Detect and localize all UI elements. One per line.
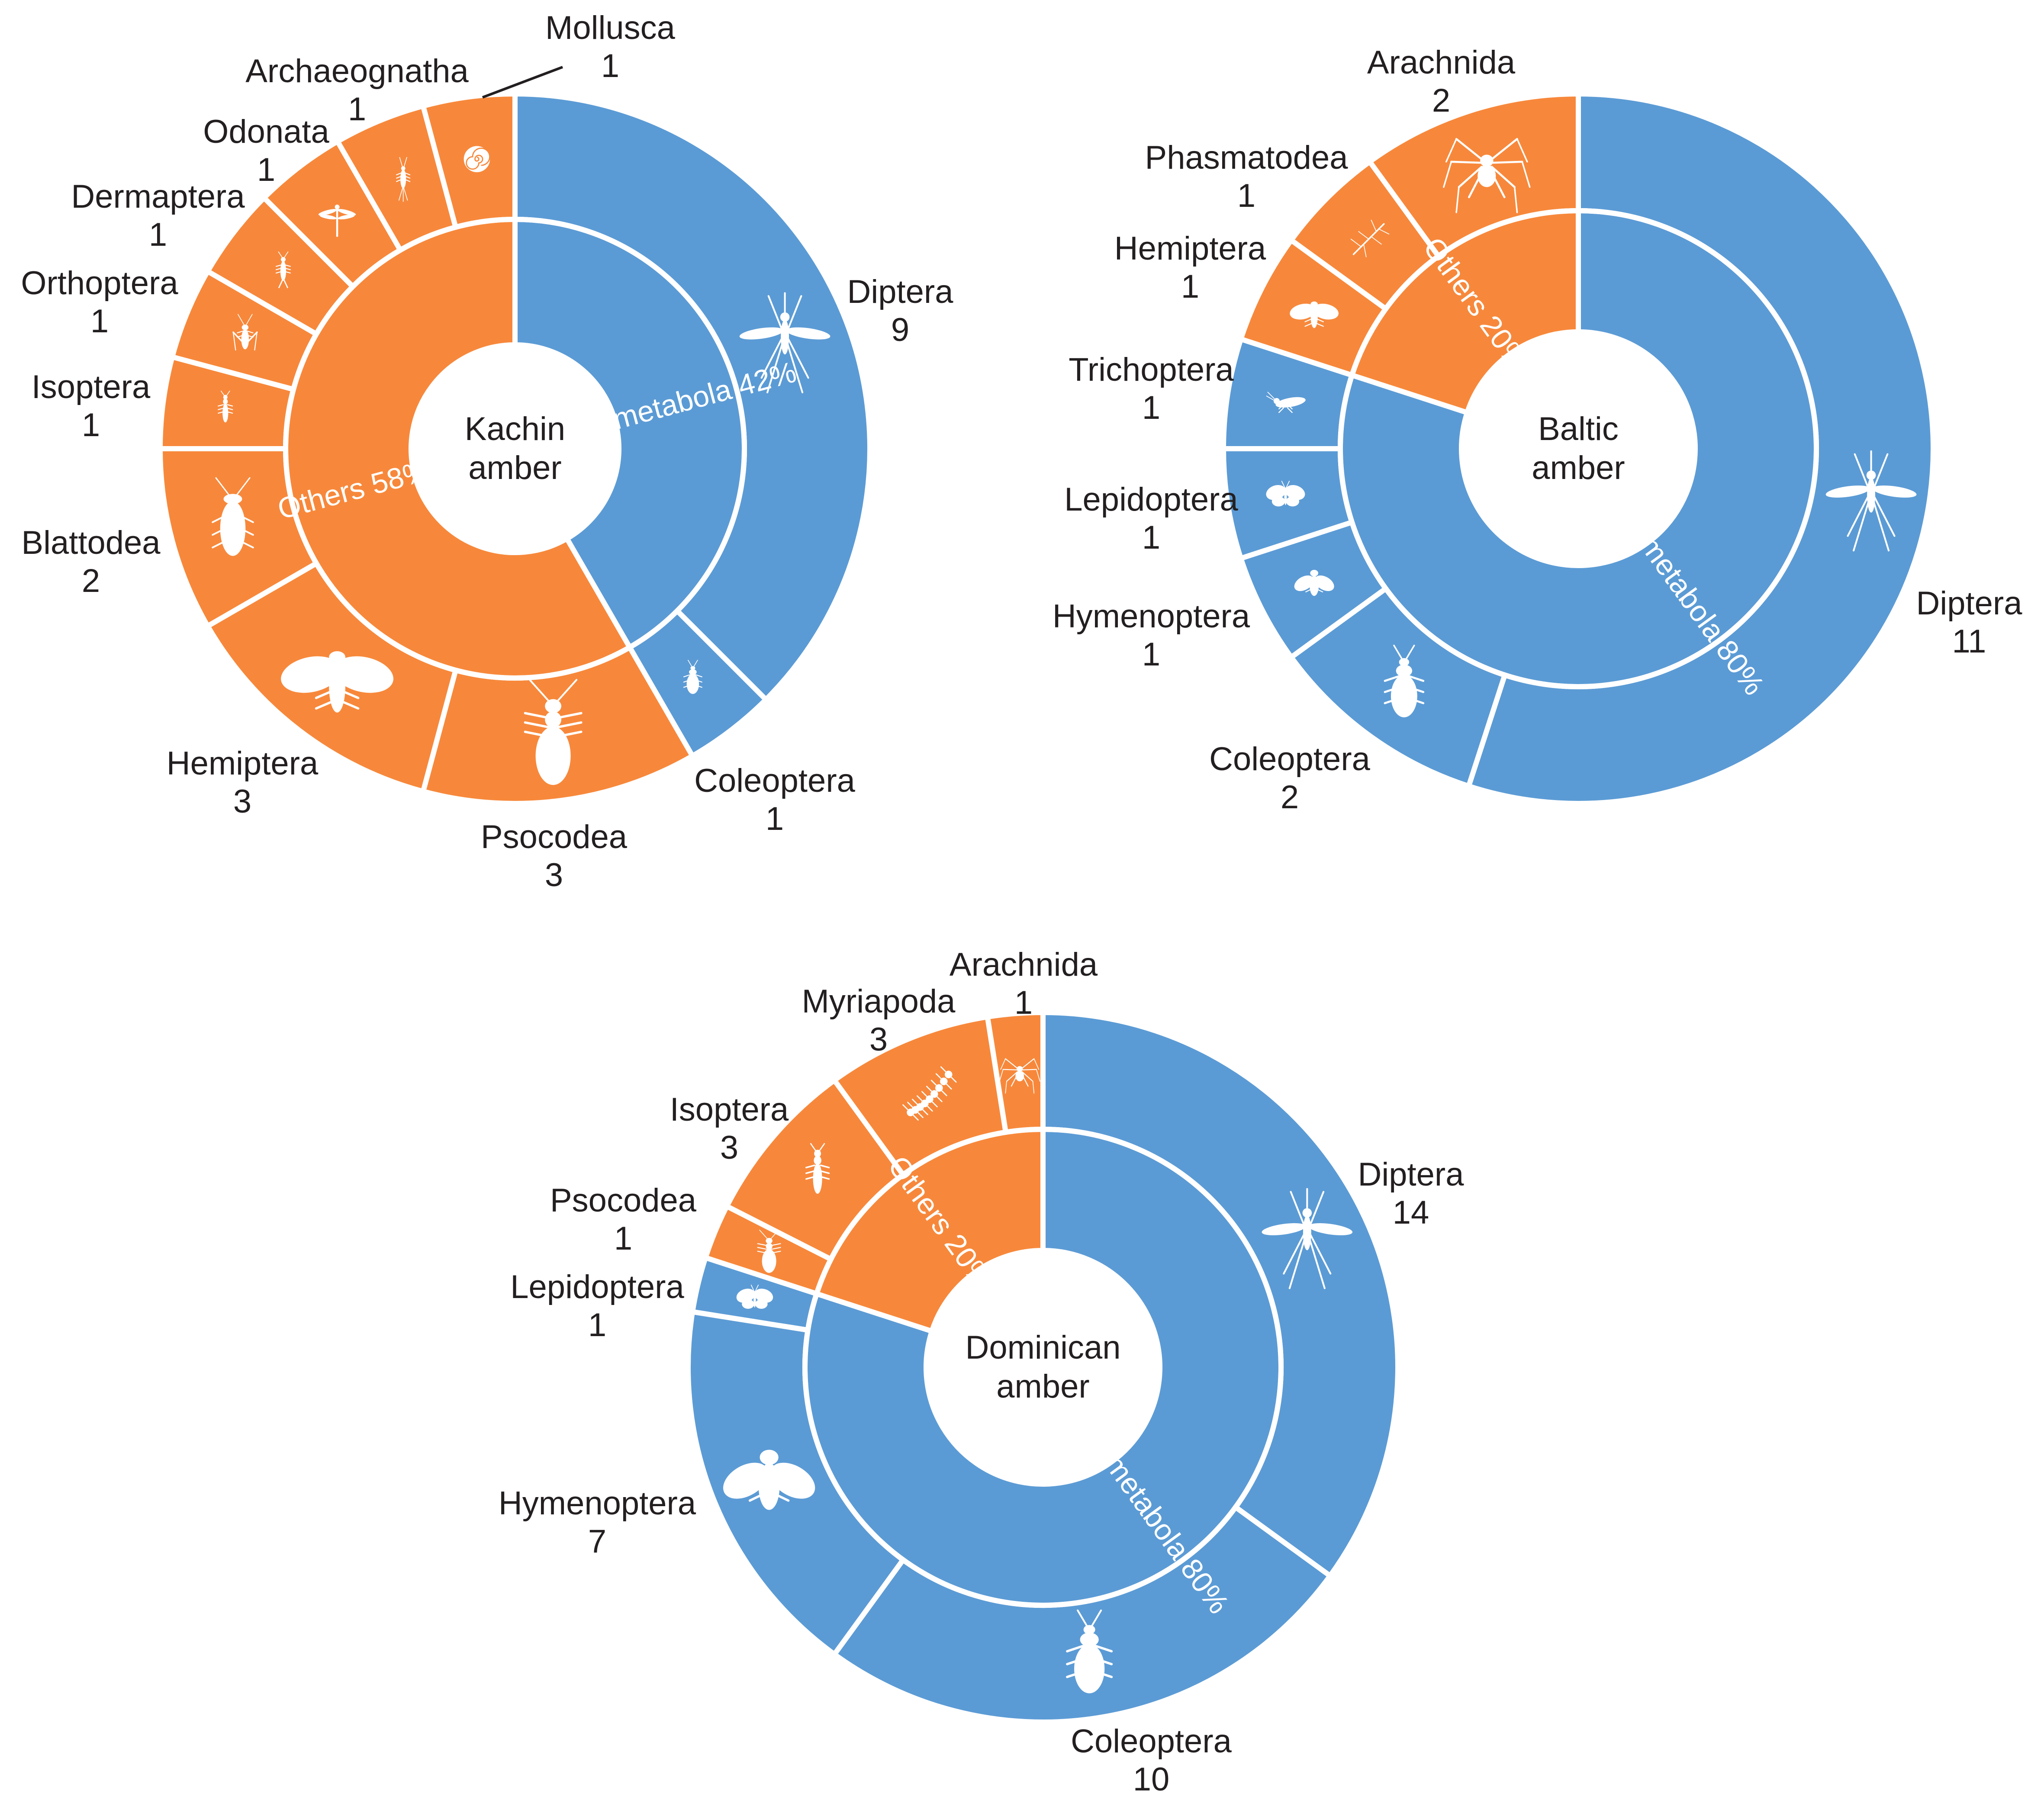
booklouse-icon (524, 679, 583, 785)
snail-shell-icon (464, 146, 490, 173)
value-coleoptera: 1 (766, 800, 784, 837)
ring-separator (802, 1127, 1284, 1608)
label-hemiptera: Hemiptera (1114, 230, 1266, 267)
value-myriapoda: 3 (869, 1021, 888, 1058)
value-arachnida: 2 (1432, 82, 1450, 119)
center-hole (926, 1250, 1160, 1484)
stick-insect-icon (1350, 219, 1390, 257)
label-isoptera: Isoptera (670, 1091, 789, 1128)
mosquito-icon (739, 292, 830, 393)
label-myriapoda: Myriapoda (802, 983, 956, 1020)
value-diptera: 14 (1393, 1194, 1429, 1231)
center-label-line: Dominican (965, 1329, 1120, 1366)
value-isoptera: 1 (82, 407, 100, 444)
beetle-icon (683, 659, 702, 694)
label-hemiptera: Hemiptera (167, 745, 319, 782)
earwig-icon (275, 251, 291, 288)
value-diptera: 11 (1952, 623, 1986, 660)
value-arachnida: 1 (1014, 984, 1033, 1021)
cricket-icon (232, 314, 258, 351)
label-arachnida: Arachnida (1367, 44, 1516, 81)
label-orthoptera: Orthoptera (21, 265, 178, 302)
label-diptera: Diptera (1916, 585, 2023, 622)
cockroach-icon (212, 477, 254, 556)
label-trichoptera: Trichoptera (1069, 351, 1234, 388)
value-coleoptera: 10 (1133, 1761, 1170, 1798)
label-diptera: Diptera (847, 273, 954, 310)
butterfly-icon (1266, 481, 1305, 507)
center-label-line: amber (468, 450, 561, 486)
value-coleoptera: 2 (1281, 779, 1299, 816)
value-psocodea: 1 (614, 1220, 632, 1257)
label-coleoptera: Coleoptera (694, 762, 856, 799)
value-dermaptera: 1 (149, 216, 167, 253)
value-hymenoptera: 1 (1142, 636, 1160, 673)
wasp-icon (1294, 569, 1334, 596)
label-arachnida: Arachnida (950, 946, 1098, 983)
cicada-icon (1290, 301, 1339, 328)
label-psocodea: Psocodea (481, 819, 628, 855)
value-hemiptera: 1 (1181, 268, 1199, 305)
label-coleoptera: Coleoptera (1071, 1723, 1232, 1760)
spider-icon (999, 1058, 1040, 1094)
beetle-icon (1066, 1609, 1113, 1694)
kachin-amber-chart: Diptera9Coleoptera1Psocodea3Hemiptera3Bl… (21, 10, 953, 893)
dragonfly-icon (318, 204, 356, 237)
label-odonata: Odonata (203, 113, 329, 150)
label-isoptera: Isoptera (32, 369, 151, 405)
value-blattodea: 2 (82, 562, 100, 599)
label-diptera: Diptera (1358, 1156, 1465, 1193)
center-label-line: Baltic (1538, 411, 1619, 447)
spider-icon (1443, 138, 1531, 213)
caddisfly-icon (1266, 392, 1306, 413)
mosquito-icon (1262, 1188, 1353, 1289)
bristletail-icon (396, 157, 411, 202)
wasp-icon (723, 1449, 815, 1510)
label-mollusca: Mollusca (545, 10, 676, 46)
value-trichoptera: 1 (1142, 389, 1160, 426)
butterfly-icon (736, 1285, 773, 1309)
value-lepidoptera: 1 (1142, 519, 1160, 556)
booklouse-icon (757, 1230, 781, 1273)
label-hymenoptera: Hymenoptera (499, 1485, 696, 1522)
label-phasmatodea: Phasmatodea (1145, 139, 1349, 176)
baltic-amber-chart: Diptera11Coleoptera2Hymenoptera1Lepidopt… (1053, 44, 2022, 816)
leader-line-mollusca (482, 66, 563, 99)
center-hole (411, 345, 619, 553)
value-odonata: 1 (257, 151, 275, 188)
value-orthoptera: 1 (90, 303, 109, 340)
label-coleoptera: Coleoptera (1209, 741, 1371, 778)
ring-separator (283, 217, 747, 681)
value-psocodea: 3 (545, 857, 563, 893)
label-hymenoptera: Hymenoptera (1053, 598, 1250, 635)
termite-icon (805, 1143, 830, 1194)
center-label-line: Kachin (465, 411, 565, 447)
termite-icon (218, 390, 233, 423)
centipede-icon (902, 1066, 957, 1121)
label-psocodea: Psocodea (550, 1182, 697, 1219)
label-archaeognatha: Archaeognatha (245, 53, 469, 90)
value-hymenoptera: 7 (588, 1523, 606, 1560)
label-blattodea: Blattodea (21, 524, 161, 561)
label-lepidoptera: Lepidoptera (510, 1269, 684, 1305)
mosquito-icon (1825, 450, 1917, 552)
value-archaeognatha: 1 (348, 91, 366, 128)
value-phasmatodea: 1 (1237, 177, 1255, 214)
value-diptera: 9 (891, 312, 909, 348)
center-label-line: amber (996, 1368, 1089, 1405)
center-hole (1461, 332, 1695, 566)
center-label-line: amber (1532, 450, 1625, 486)
cicada-icon (281, 651, 394, 713)
beetle-icon (1384, 644, 1425, 717)
ring-separator (1338, 208, 1819, 689)
value-hemiptera: 3 (233, 783, 251, 820)
label-lepidoptera: Lepidoptera (1064, 481, 1238, 518)
value-isoptera: 3 (720, 1129, 738, 1166)
value-mollusca: 1 (601, 48, 619, 84)
label-dermaptera: Dermaptera (71, 178, 245, 215)
value-lepidoptera: 1 (588, 1307, 606, 1343)
